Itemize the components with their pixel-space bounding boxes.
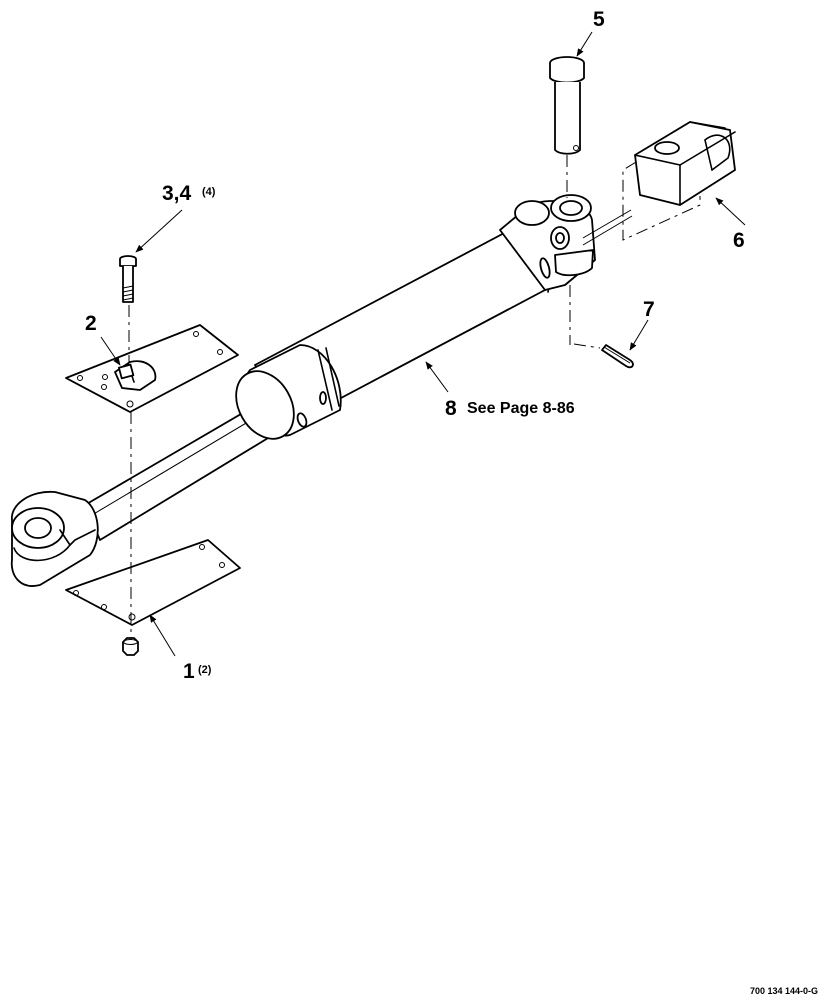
lower-mounting-plate bbox=[65, 539, 241, 626]
callout-3-4: 3,4 bbox=[162, 182, 192, 205]
cotter-pin bbox=[601, 344, 634, 369]
cotter-centerline bbox=[573, 343, 601, 349]
mounting-block bbox=[634, 121, 736, 206]
callout-5: 5 bbox=[593, 8, 605, 31]
drawing-number: 700 134 144-0-G bbox=[750, 986, 818, 996]
callout-8: 8 bbox=[445, 397, 457, 420]
callout-8-reference: See Page 8-86 bbox=[467, 400, 575, 417]
nut bbox=[122, 637, 139, 656]
callout-arrows bbox=[100, 31, 746, 657]
callout-6: 6 bbox=[733, 229, 745, 252]
base-clevis-end bbox=[499, 194, 596, 291]
callout-7: 7 bbox=[643, 298, 655, 321]
hydraulic-cylinder bbox=[10, 194, 596, 587]
callout-1-qty: (2) bbox=[198, 664, 212, 676]
bolt-centerline bbox=[128, 305, 132, 640]
block-leader-line-2 bbox=[582, 215, 633, 246]
pin-centerline bbox=[566, 155, 571, 345]
callout-3-4-qty: (4) bbox=[202, 186, 216, 198]
callout-1: 1 bbox=[183, 660, 195, 683]
rod-clevis-end bbox=[10, 491, 99, 587]
callout-2: 2 bbox=[85, 312, 97, 335]
bolt bbox=[119, 255, 137, 303]
block-leader-line bbox=[582, 209, 632, 239]
clevis-pin bbox=[549, 56, 585, 155]
barrel-gland bbox=[235, 344, 342, 440]
block-bracket-outline bbox=[622, 161, 701, 241]
hose-clip bbox=[114, 360, 157, 391]
